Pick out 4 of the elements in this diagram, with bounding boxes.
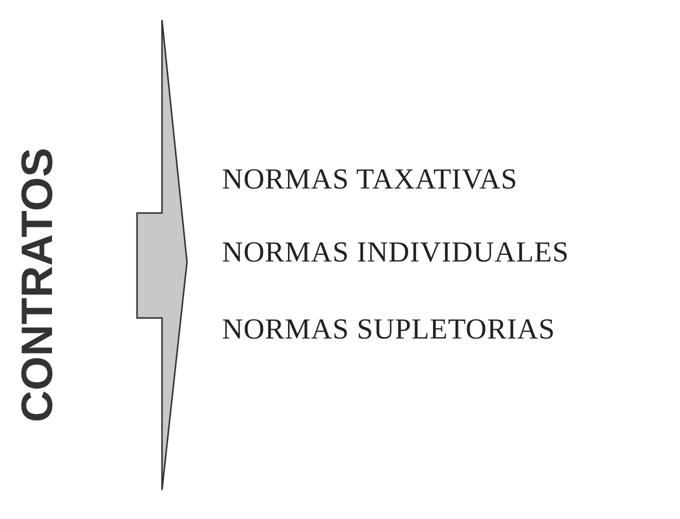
vertical-heading: CONTRATOS (13, 148, 63, 422)
list-item-text: NORMAS INDIVIDUALES (222, 236, 570, 270)
list-item-text: NORMAS SUPLETORIAS (222, 314, 556, 346)
list-item-text: NORMAS TAXATIVAS (222, 164, 518, 196)
